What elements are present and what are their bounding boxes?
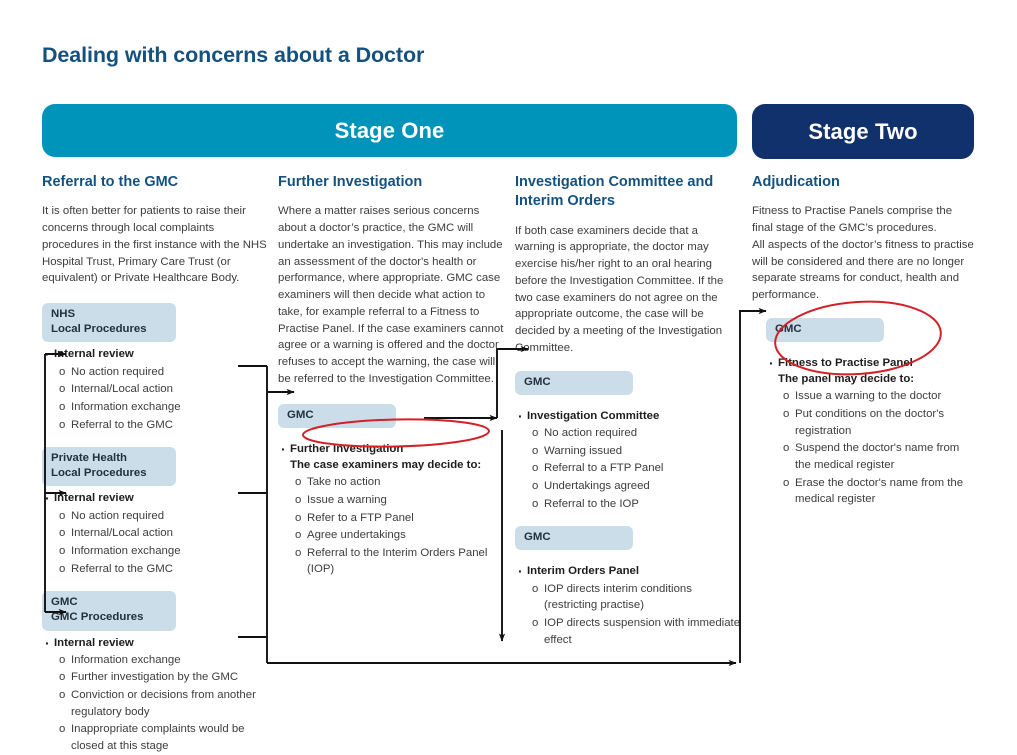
group-box-label: NHS Local Procedures bbox=[42, 303, 176, 343]
column-heading: Adjudication bbox=[752, 174, 840, 190]
column-adjudication: Adjudication Fitness to Practise Panels … bbox=[752, 173, 974, 508]
column-intro: Fitness to Practise Panels comprise the … bbox=[752, 205, 974, 302]
group-private-health: Private Health Local Procedures Internal… bbox=[42, 447, 274, 577]
list-item: Undertakings agreed bbox=[532, 478, 741, 495]
list-item: Warning issued bbox=[532, 443, 741, 460]
group-bullet: Internal review bbox=[45, 345, 274, 365]
list-item: Internal/Local action bbox=[59, 381, 274, 398]
stage-two-banner: Stage Two bbox=[752, 104, 974, 159]
group-bullet: Interim Orders Panel bbox=[518, 562, 741, 582]
group-options: Issue a warning to the doctor Put condit… bbox=[783, 388, 974, 507]
group-interim-orders-panel: GMC Interim Orders Panel IOP directs int… bbox=[515, 526, 741, 648]
list-item: Conviction or decisions from another reg… bbox=[59, 687, 274, 720]
group-box-label: GMC bbox=[515, 370, 633, 395]
group-box-label: GMC bbox=[515, 526, 633, 551]
group-bullet: Investigation Committee bbox=[518, 407, 741, 427]
column-intro: It is often better for patients to raise… bbox=[42, 205, 267, 285]
column-intro: Where a matter raises serious concerns a… bbox=[278, 205, 504, 385]
flowchart-page: Dealing with concerns about a Doctor Sta… bbox=[0, 0, 1017, 719]
group-options: No action required Internal/Local action… bbox=[59, 508, 274, 578]
list-item: Information exchange bbox=[59, 543, 274, 560]
list-item: No action required bbox=[532, 425, 741, 442]
stage-two-label: Stage Two bbox=[808, 118, 918, 144]
list-item: Suspend the doctor's name from the medic… bbox=[783, 440, 974, 473]
group-investigation-committee: GMC Investigation Committee No action re… bbox=[515, 370, 741, 513]
group-bullet: Internal review bbox=[45, 634, 274, 654]
list-item: Erase the doctor's name from the medical… bbox=[783, 475, 974, 508]
list-item: IOP directs interim conditions (restrict… bbox=[532, 581, 741, 614]
group-box-label: GMC GMC Procedures bbox=[42, 591, 176, 631]
group-nhs: NHS Local Procedures Internal review No … bbox=[42, 303, 274, 433]
group-bullet: Internal review bbox=[45, 489, 274, 509]
group-options: Take no action Issue a warning Refer to … bbox=[295, 474, 510, 578]
column-heading: Investigation Committee and Interim Orde… bbox=[515, 174, 714, 210]
list-item: No action required bbox=[59, 364, 274, 381]
group-box-label: GMC bbox=[766, 317, 884, 343]
column-heading: Further Investigation bbox=[278, 174, 423, 190]
list-item: Referral to the Interim Orders Panel (IO… bbox=[295, 545, 510, 578]
list-item: Issue a warning to the doctor bbox=[783, 388, 974, 405]
list-item: Inappropriate complaints would be closed… bbox=[59, 721, 274, 754]
column-further-investigation: Further Investigation Where a matter rai… bbox=[278, 173, 510, 578]
group-box-label: Private Health Local Procedures bbox=[42, 447, 176, 487]
stage-one-label: Stage One bbox=[334, 117, 445, 143]
list-item: Referral to the GMC bbox=[59, 561, 274, 578]
list-item: Internal/Local action bbox=[59, 525, 274, 542]
column-intro: If both case examiners decide that a war… bbox=[515, 224, 724, 354]
group-subhead: The case examiners may decide to: bbox=[290, 459, 482, 472]
group-fitness-to-practise-panel: GMC Fitness to Practise Panel The panel … bbox=[766, 317, 974, 508]
column-investigation-committee: Investigation Committee and Interim Orde… bbox=[515, 173, 741, 648]
group-box-label: GMC bbox=[278, 403, 396, 428]
list-item: Issue a warning bbox=[295, 492, 510, 509]
group-options: No action required Internal/Local action… bbox=[59, 364, 274, 434]
list-item: Agree undertakings bbox=[295, 527, 510, 544]
group-options: No action required Warning issued Referr… bbox=[532, 425, 741, 512]
list-item: Take no action bbox=[295, 474, 510, 491]
list-item: Information exchange bbox=[59, 652, 274, 669]
list-item: Further investigation by the GMC bbox=[59, 669, 274, 686]
group-bullet: Fitness to Practise Panel bbox=[769, 354, 974, 374]
list-item: Referral to the GMC bbox=[59, 417, 274, 434]
list-item: Refer to a FTP Panel bbox=[295, 510, 510, 527]
column-referral: Referral to the GMC It is often better f… bbox=[42, 173, 274, 755]
list-item: IOP directs suspension with immediate ef… bbox=[532, 615, 741, 648]
group-options: IOP directs interim conditions (restrict… bbox=[532, 581, 741, 649]
group-gmc-further-investigation: GMC Further Investigation The case exami… bbox=[278, 403, 510, 578]
list-item: Information exchange bbox=[59, 399, 274, 416]
column-heading: Referral to the GMC bbox=[42, 174, 179, 190]
list-item: Put conditions on the doctor's registrat… bbox=[783, 406, 974, 439]
group-gmc-procedures: GMC GMC Procedures Internal review Infor… bbox=[42, 591, 274, 754]
stage-one-banner: Stage One bbox=[42, 104, 737, 157]
list-item: Referral to the IOP bbox=[532, 496, 741, 513]
group-subhead: The panel may decide to: bbox=[778, 373, 915, 386]
list-item: No action required bbox=[59, 508, 274, 525]
group-bullet: Further Investigation bbox=[281, 440, 510, 460]
list-item: Referral to a FTP Panel bbox=[532, 460, 741, 477]
group-options: Information exchange Further investigati… bbox=[59, 652, 274, 755]
page-title: Dealing with concerns about a Doctor bbox=[42, 43, 425, 67]
